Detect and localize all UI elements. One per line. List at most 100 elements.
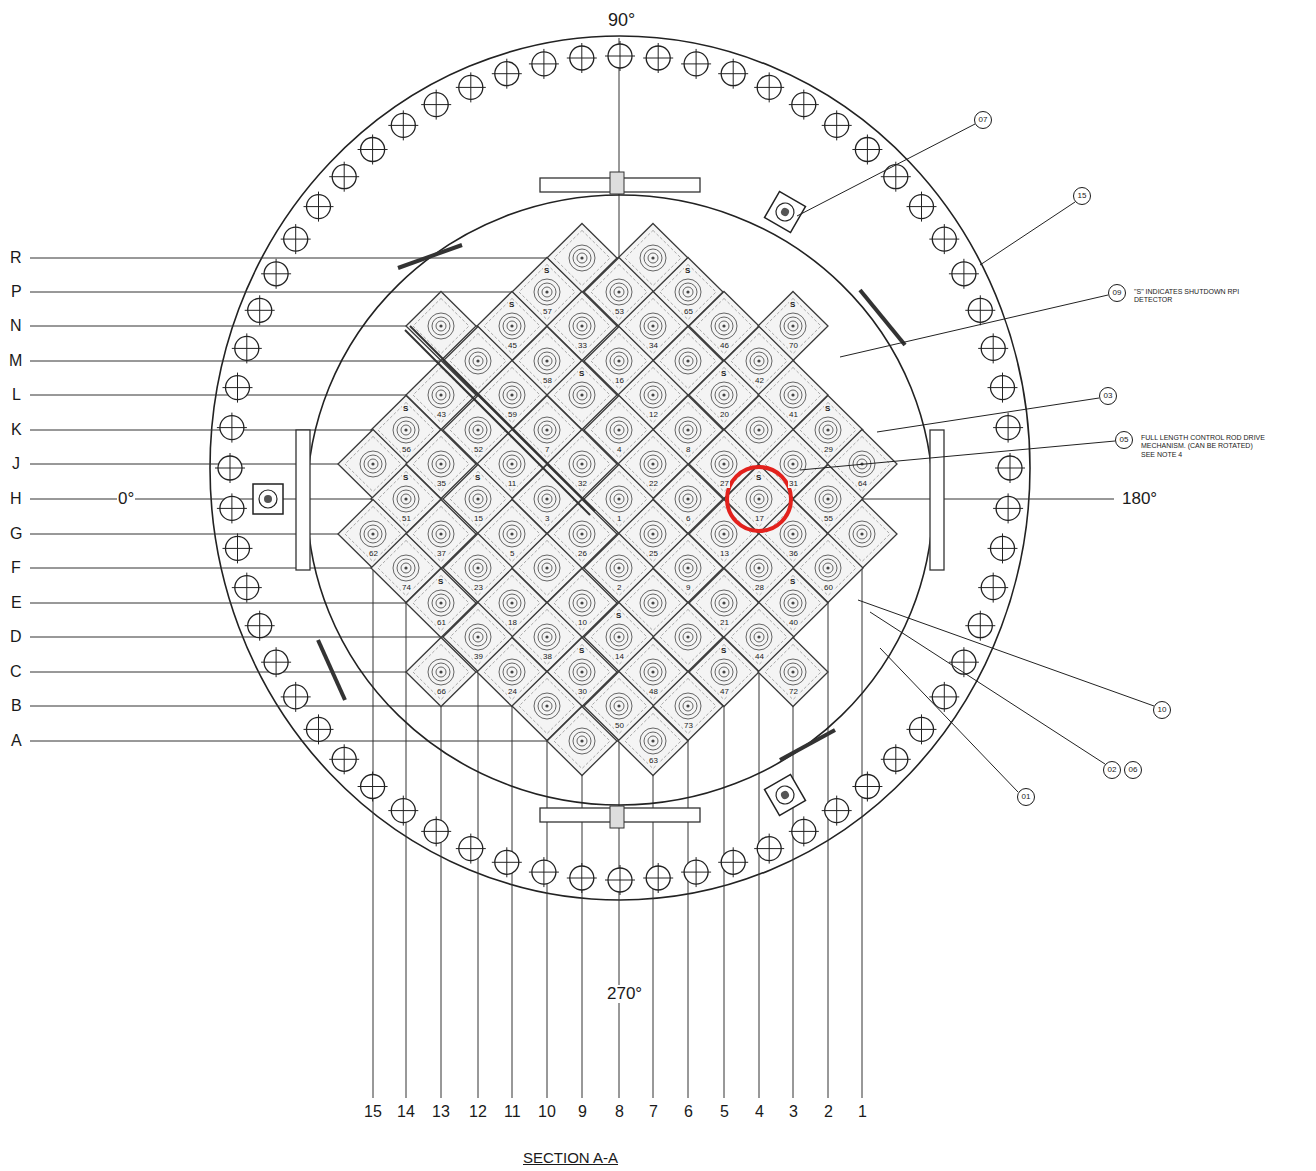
stud-centerline [895, 744, 896, 774]
callout-number: 15 [1078, 192, 1087, 200]
drive-mechanism-symbol [465, 624, 491, 650]
drive-mechanism-symbol [432, 663, 450, 681]
fuel-assembly [758, 638, 828, 707]
drive-mechanism-symbol [815, 486, 841, 512]
drive-mechanism-symbol [784, 663, 802, 681]
drive-mechanism-center [651, 393, 654, 396]
location-number: 51 [401, 515, 412, 523]
leader-line [877, 398, 1099, 432]
drive-mechanism-center [476, 635, 479, 638]
callout-number: 10 [1158, 706, 1167, 714]
drive-mechanism-center [476, 497, 479, 500]
drive-mechanism-center [860, 532, 863, 535]
drive-mechanism-symbol [538, 628, 556, 646]
location-number: 10 [577, 619, 588, 627]
row-letter: M [9, 353, 22, 370]
drive-mechanism-symbol [679, 559, 697, 577]
drive-mechanism-symbol [715, 317, 733, 335]
drive-mechanism-symbol [577, 598, 587, 608]
drive-mechanism-symbol [428, 382, 454, 408]
column-number: 10 [538, 1104, 556, 1121]
location-number: 21 [719, 619, 730, 627]
drive-mechanism-symbol [469, 352, 487, 370]
stud-centerline [895, 162, 896, 192]
drive-mechanism-center [476, 359, 479, 362]
location-number: 16 [614, 377, 625, 385]
drive-mechanism-symbol [577, 736, 587, 746]
drive-mechanism-center [791, 393, 794, 396]
drive-mechanism-symbol [573, 317, 591, 335]
vessel-flange [210, 36, 1030, 900]
leader-line [858, 600, 1154, 706]
location-number: 45 [507, 342, 518, 350]
drive-mechanism-center [545, 635, 548, 638]
drive-mechanism-symbol [577, 253, 587, 263]
callout-circle: 03 [1099, 387, 1117, 405]
drive-mechanism-symbol [711, 590, 737, 616]
drive-mechanism-symbol [573, 386, 591, 404]
drive-mechanism-center [510, 670, 513, 673]
drive-mechanism-symbol [640, 659, 666, 685]
drive-mechanism-symbol [606, 693, 632, 719]
location-number: 18 [507, 619, 518, 627]
stud-centerline [867, 135, 868, 165]
drive-mechanism-symbol [640, 245, 666, 271]
drive-mechanism-symbol [503, 525, 521, 543]
stud-centerline [993, 333, 994, 363]
fuel-assembly [406, 638, 476, 707]
stud-centerline [696, 49, 697, 79]
drive-mechanism-symbol [499, 313, 525, 339]
drive-mechanism-center [476, 566, 479, 569]
stud-centerline [980, 611, 981, 641]
drive-mechanism-symbol [610, 352, 628, 370]
location-number: 25 [648, 550, 659, 558]
stud-centerline [769, 834, 770, 864]
drive-mechanism-symbol [754, 632, 764, 642]
stud-centerline [237, 533, 238, 563]
drive-mechanism-symbol [542, 356, 552, 366]
stud-centerline [993, 573, 994, 603]
drive-mechanism-symbol [788, 459, 798, 469]
drive-mechanism-center [404, 497, 407, 500]
stud-centerline [436, 90, 437, 120]
stud-centerline [733, 59, 734, 89]
support-bracket [296, 430, 310, 570]
drive-mechanism-symbol [788, 321, 798, 331]
drive-mechanism-symbol [428, 521, 454, 547]
highlight-circle [727, 467, 791, 531]
drive-mechanism-symbol [715, 594, 733, 612]
stud-centerline [295, 682, 296, 712]
drive-mechanism-symbol [675, 624, 701, 650]
drive-mechanism-center [686, 359, 689, 362]
drive-mechanism-symbol [534, 279, 560, 305]
drive-mechanism-symbol [780, 521, 806, 547]
angle-label: 0° [117, 490, 135, 508]
location-number: 44 [754, 653, 765, 661]
location-number: 56 [401, 446, 412, 454]
section-caption: SECTION A-A [523, 1150, 618, 1166]
drive-mechanism-center [439, 462, 442, 465]
drive-mechanism-symbol [436, 667, 446, 677]
drive-mechanism-symbol [614, 425, 624, 435]
drive-mechanism-symbol [614, 563, 624, 573]
drive-mechanism-symbol [507, 321, 517, 331]
drive-mechanism-symbol [815, 417, 841, 443]
drive-mechanism-symbol [849, 521, 875, 547]
drive-mechanism-symbol [675, 348, 701, 374]
drive-mechanism-symbol [719, 529, 729, 539]
drive-mechanism-symbol [432, 525, 450, 543]
drive-mechanism-symbol [746, 486, 772, 512]
location-number: 9 [685, 584, 691, 592]
drive-mechanism-symbol [823, 425, 833, 435]
callout-number: 02 [1108, 766, 1117, 774]
callout-circle: 01 [1017, 788, 1035, 806]
drive-mechanism-center [617, 497, 620, 500]
stud-centerline [696, 857, 697, 887]
detector-mark: S [755, 474, 762, 482]
detector-mark: S [615, 612, 622, 620]
detector-mark: S [789, 578, 796, 586]
drive-mechanism-center [476, 428, 479, 431]
drive-mechanism-symbol [788, 529, 798, 539]
support-bracket [930, 430, 944, 570]
row-letter: R [10, 250, 22, 267]
